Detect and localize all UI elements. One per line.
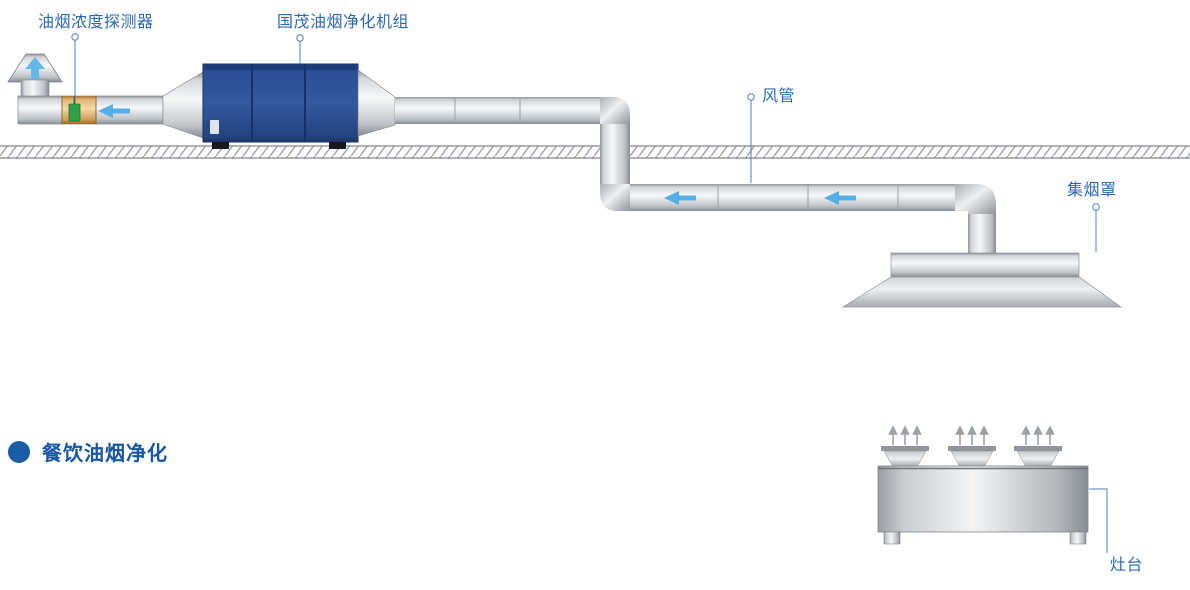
label-duct: 风管 [762, 88, 796, 105]
burner [881, 446, 929, 468]
collection-hood [841, 252, 1123, 308]
steam-arrows [888, 425, 1055, 445]
upper-duct-run [395, 97, 630, 211]
section-heading: 餐饮油烟净化 [8, 437, 168, 466]
label-purifier: 国茂油烟净化机组 [277, 14, 410, 31]
stove-body [877, 465, 1089, 533]
burner [948, 446, 996, 468]
intake-cone [162, 71, 204, 139]
stove-foot [1069, 531, 1087, 545]
label-hood: 集烟罩 [1067, 182, 1117, 199]
hood-top [890, 252, 1080, 278]
stove [877, 425, 1089, 545]
up-arrow-icon [25, 57, 45, 79]
hood-elbow [955, 184, 996, 214]
lower-duct-run [630, 184, 996, 255]
section-title: 餐饮油烟净化 [42, 443, 168, 465]
purifier-body [202, 63, 359, 143]
roof-hatch-band [0, 145, 1190, 159]
callout-stove [1089, 488, 1108, 553]
exhaust-stack [7, 53, 63, 103]
purifier-unit [202, 63, 396, 149]
hood-skirt [841, 276, 1123, 308]
callouts [71, 33, 1108, 553]
circle-bullet-icon [8, 440, 30, 463]
hood-drop-duct [968, 214, 996, 255]
burner [1014, 446, 1062, 468]
lower-elbow [600, 184, 630, 211]
callout-detector [71, 33, 79, 100]
unit-foot [212, 142, 229, 149]
callout-duct [747, 93, 755, 183]
outlet-cone [357, 69, 396, 137]
left-arrow-icon [664, 191, 696, 205]
drop-duct [600, 124, 630, 184]
callout-purifier [296, 34, 304, 64]
label-stove: 灶台 [1110, 557, 1144, 574]
left-arrow-icon [824, 191, 856, 205]
unit-foot [329, 142, 346, 149]
upper-elbow [600, 97, 630, 124]
left-arrow-icon [98, 104, 130, 118]
detector-device [68, 103, 81, 122]
unit-logo [210, 120, 219, 134]
callout-hood [1092, 203, 1100, 252]
stove-foot [883, 531, 901, 545]
inlet-duct [17, 71, 204, 139]
label-detector: 油烟浓度探测器 [38, 14, 154, 31]
